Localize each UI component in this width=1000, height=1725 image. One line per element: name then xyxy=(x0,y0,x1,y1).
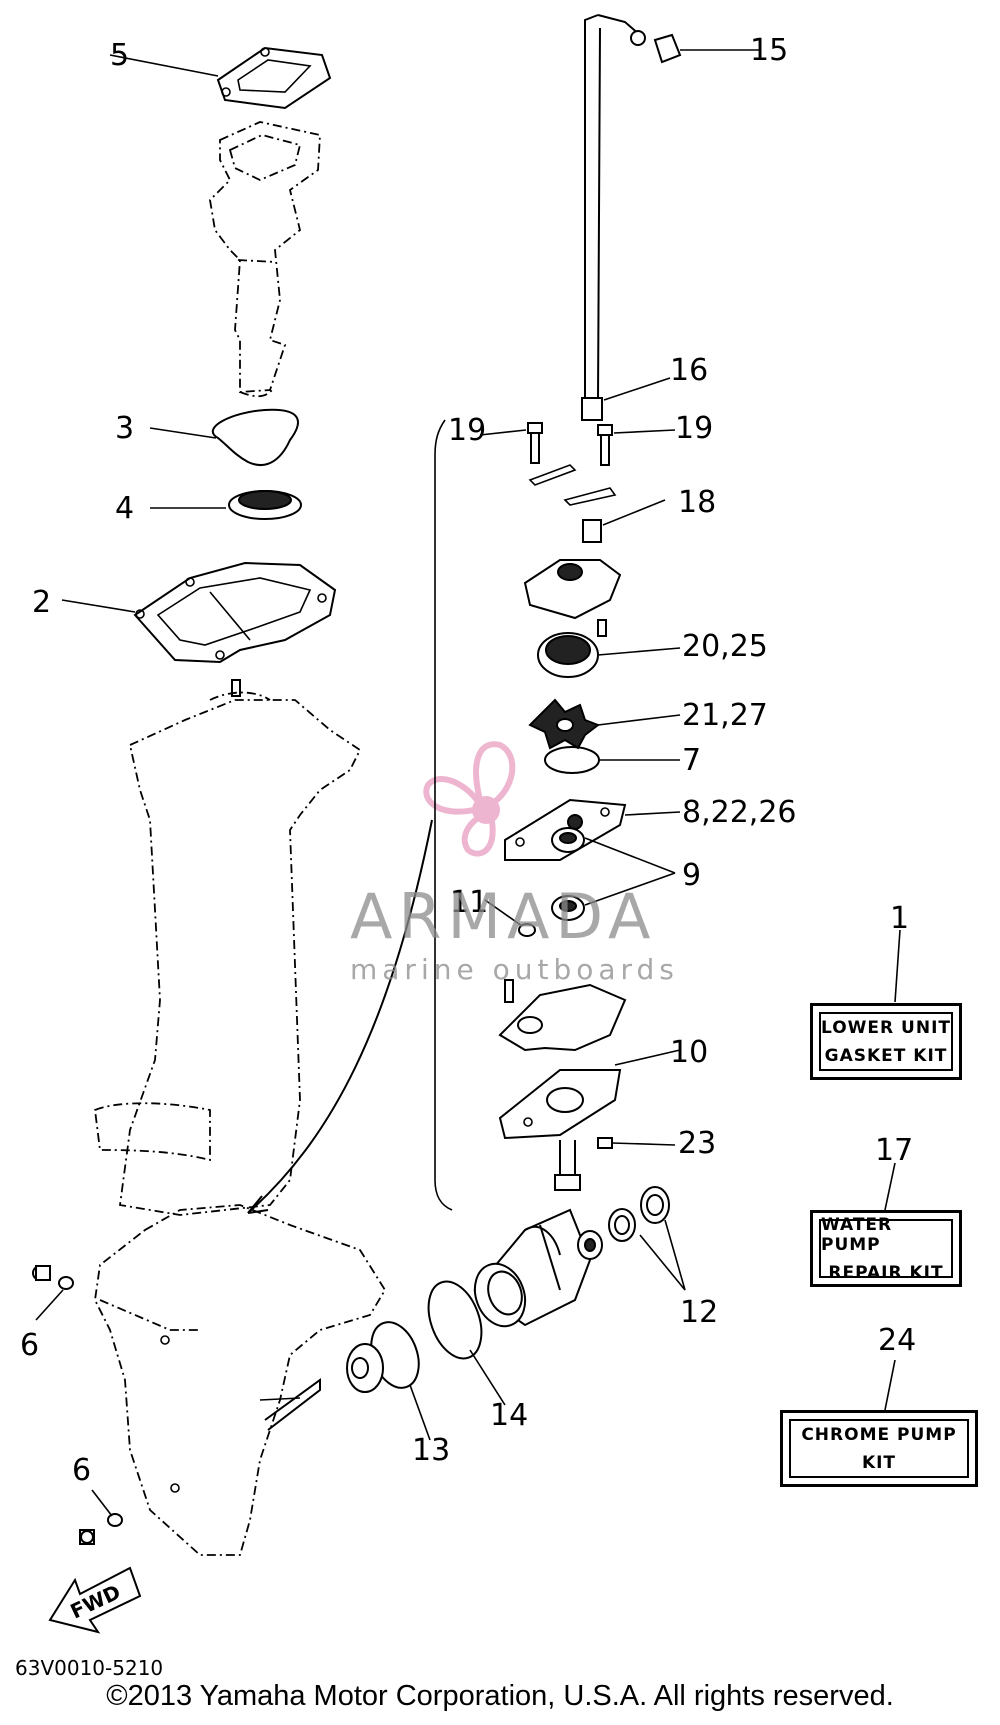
water-tube xyxy=(584,14,646,401)
part-8-outer-plate xyxy=(504,798,681,861)
chrome-pump-kit-box: CHROME PUMP KIT xyxy=(780,1410,978,1487)
kit-label-line: GASKET KIT xyxy=(824,1045,948,1066)
part-4-grommet xyxy=(150,490,302,520)
kit17-leader xyxy=(884,1162,896,1211)
callout-5: 5 xyxy=(110,38,129,73)
callout-21-27: 21,27 xyxy=(682,698,768,733)
fwd-arrow-icon xyxy=(48,1566,142,1634)
callout-6-lower: 6 xyxy=(72,1453,91,1488)
upper-casing xyxy=(94,691,362,1216)
armada-logo-icon xyxy=(423,741,516,857)
kit-label-line: KIT xyxy=(861,1452,897,1473)
callout-17: 17 xyxy=(875,1133,913,1168)
part-6-bolt-lower xyxy=(79,1489,123,1545)
diagram-code: 63V0010-5210 xyxy=(15,1656,164,1680)
part-2-gasket xyxy=(61,561,337,697)
part-9-bearings xyxy=(551,827,676,921)
callout-11: 11 xyxy=(450,885,488,920)
upper-exhaust-guide xyxy=(209,121,321,398)
copyright-notice: ©2013 Yamaha Motor Corporation, U.S.A. A… xyxy=(106,1680,894,1712)
callout-3: 3 xyxy=(115,411,134,446)
callout-23: 23 xyxy=(678,1126,716,1161)
callout-20-25: 20,25 xyxy=(682,629,768,664)
driveshaft xyxy=(554,1140,581,1191)
part-19-bolt-left xyxy=(479,422,543,464)
bearing-housing xyxy=(473,1208,592,1328)
callout-19-left: 19 xyxy=(448,413,486,448)
part-18-collar xyxy=(582,499,666,543)
part-20-insert xyxy=(537,632,681,678)
part-10-gasket xyxy=(498,1049,681,1140)
propeller-shaft-seal xyxy=(264,1343,384,1431)
pump-housing xyxy=(523,559,622,637)
part-21-impeller xyxy=(528,698,681,750)
callout-15: 15 xyxy=(750,33,788,68)
part-6-bolt-upper xyxy=(32,1265,74,1321)
callout-24: 24 xyxy=(878,1323,916,1358)
part-7-oring xyxy=(544,746,680,774)
kit-label-line: LOWER UNIT xyxy=(821,1017,952,1038)
callout-6-upper: 6 xyxy=(20,1328,39,1363)
water-pump-repair-kit-box: WATER PUMP REPAIR KIT xyxy=(810,1210,962,1287)
callout-19-right: 19 xyxy=(675,411,713,446)
pump-housing-bracket xyxy=(247,419,453,1214)
kit-label-line: CHROME PUMP xyxy=(801,1424,957,1445)
lower-pump-housing xyxy=(498,979,627,1052)
callout-2: 2 xyxy=(32,585,51,620)
kit-label-line: WATER PUMP xyxy=(821,1214,893,1255)
part-3-seal xyxy=(149,408,299,467)
callout-16: 16 xyxy=(670,353,708,388)
callout-13: 13 xyxy=(412,1433,450,1468)
kit24-leader xyxy=(884,1359,896,1411)
kit1-leader xyxy=(894,929,901,1003)
gearcase xyxy=(94,1204,387,1556)
part-11-pin xyxy=(484,899,536,937)
part-23-pin xyxy=(597,1137,676,1149)
lower-unit-gasket-kit-box: LOWER UNIT GASKET KIT xyxy=(810,1003,962,1080)
part-19-bolt-right xyxy=(597,424,676,466)
part-5-gasket xyxy=(109,46,332,110)
watermark-brand: ARMADA xyxy=(350,880,657,953)
part-15-cap xyxy=(653,33,760,64)
callout-8-22-26: 8,22,26 xyxy=(682,795,797,830)
callout-7: 7 xyxy=(682,743,701,778)
callout-1: 1 xyxy=(890,901,909,936)
watermark-subtitle: marine outboards xyxy=(350,953,679,986)
pump-plates xyxy=(528,464,617,506)
part-14-oring xyxy=(427,1280,506,1406)
callout-12: 12 xyxy=(680,1295,718,1330)
callout-18: 18 xyxy=(678,485,716,520)
callout-9: 9 xyxy=(682,858,701,893)
part-16-grommet xyxy=(581,377,671,421)
callout-10: 10 xyxy=(670,1035,708,1070)
part-12-oil-seals xyxy=(577,1186,686,1291)
kit-label-line: REPAIR KIT xyxy=(828,1262,944,1283)
callout-14: 14 xyxy=(490,1398,528,1433)
callout-4: 4 xyxy=(115,491,134,526)
